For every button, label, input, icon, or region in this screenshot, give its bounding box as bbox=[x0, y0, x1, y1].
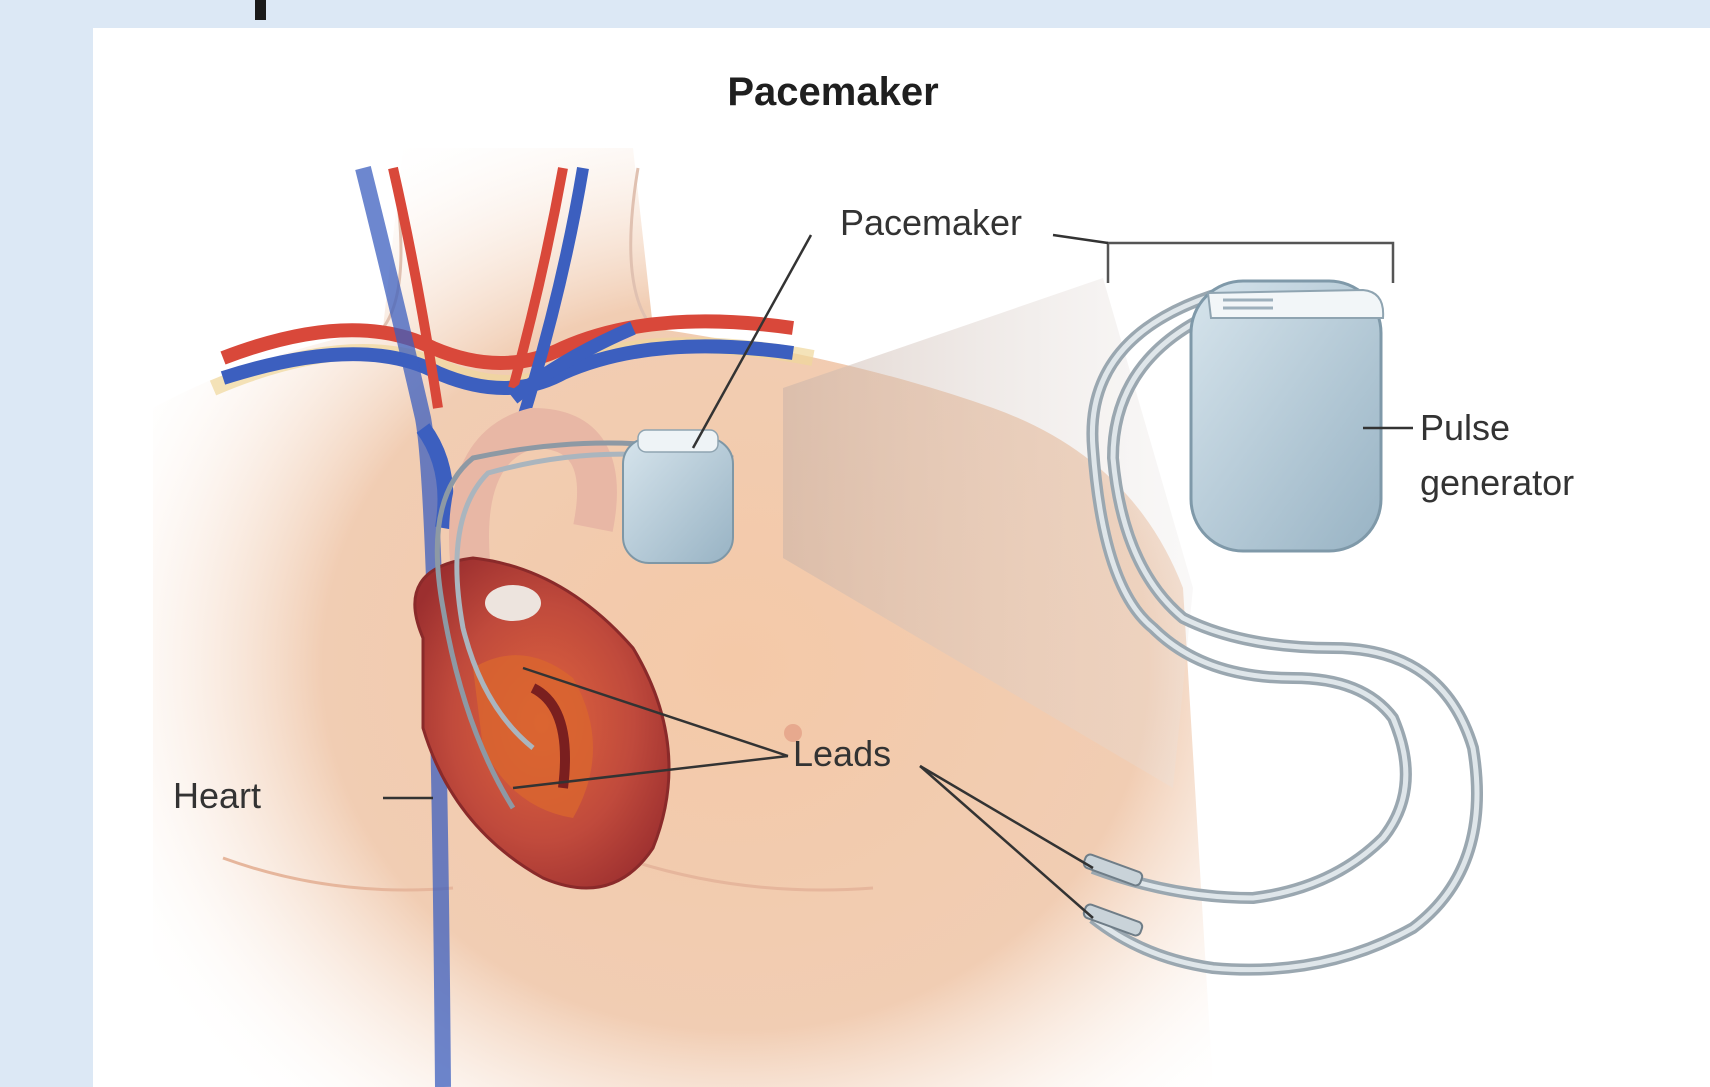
leads-label: Leads bbox=[793, 733, 891, 774]
heart-label: Heart bbox=[173, 775, 261, 816]
slide-title-fragment bbox=[255, 0, 266, 20]
illustration-panel: Pacemaker Pacemaker Pulse generator Lead… bbox=[93, 28, 1710, 1087]
pacemaker-bracket-leader bbox=[1053, 235, 1108, 243]
implanted-pacemaker-device bbox=[623, 430, 733, 563]
pacemaker-label: Pacemaker bbox=[840, 202, 1022, 243]
pacemaker-illustration: Pacemaker Pacemaker Pulse generator Lead… bbox=[93, 28, 1710, 1087]
figure-title: Pacemaker bbox=[727, 70, 938, 114]
pulse-generator-label-line1: Pulse bbox=[1420, 407, 1510, 448]
pacemaker-bracket bbox=[1108, 243, 1393, 283]
pulse-generator-label-line2: generator bbox=[1420, 462, 1574, 503]
